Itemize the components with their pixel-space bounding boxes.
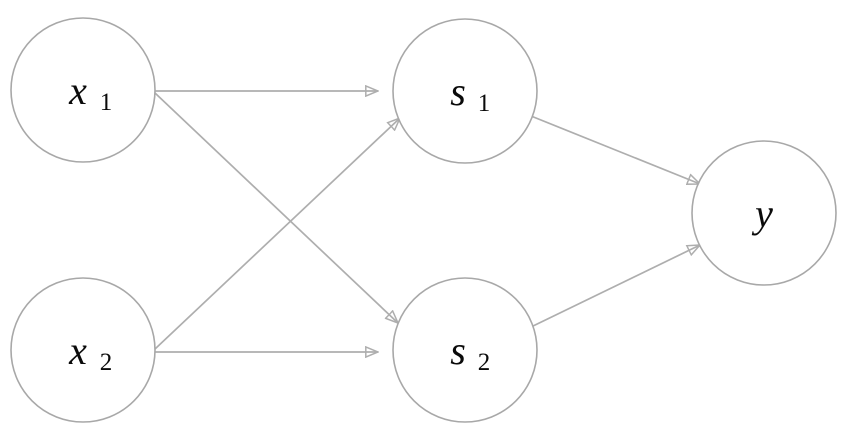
node-y-label: y [751, 191, 773, 236]
node-x2-circle[interactable] [10, 277, 156, 423]
edge-x2-s1 [154, 118, 400, 350]
node-s2-label: s [450, 328, 466, 373]
node-x1-circle[interactable] [10, 17, 156, 163]
node-x2[interactable]: x 2 [10, 277, 156, 423]
edge-x1-s2 [154, 92, 398, 323]
node-x1[interactable]: x 1 [10, 17, 156, 163]
node-s1[interactable]: s 1 [392, 18, 538, 164]
node-s2-circle[interactable] [392, 277, 538, 423]
edge-s1-y [530, 115, 700, 184]
node-s1-label: s [450, 69, 466, 114]
node-s1-circle[interactable] [392, 18, 538, 164]
edge-s2-y [530, 245, 700, 328]
node-s1-subscript: 1 [478, 90, 491, 117]
edges-group [154, 91, 700, 352]
node-y-circle[interactable] [691, 140, 837, 286]
nodes-group: x 1 x 2 s 1 s 2 y [10, 17, 837, 423]
node-s2-subscript: 2 [478, 349, 491, 376]
node-x1-label: x [68, 68, 87, 113]
node-x1-subscript: 1 [100, 89, 113, 116]
node-x2-label: x [68, 328, 87, 373]
node-x2-subscript: 2 [100, 349, 113, 376]
node-y[interactable]: y [691, 140, 837, 286]
node-s2[interactable]: s 2 [392, 277, 538, 423]
